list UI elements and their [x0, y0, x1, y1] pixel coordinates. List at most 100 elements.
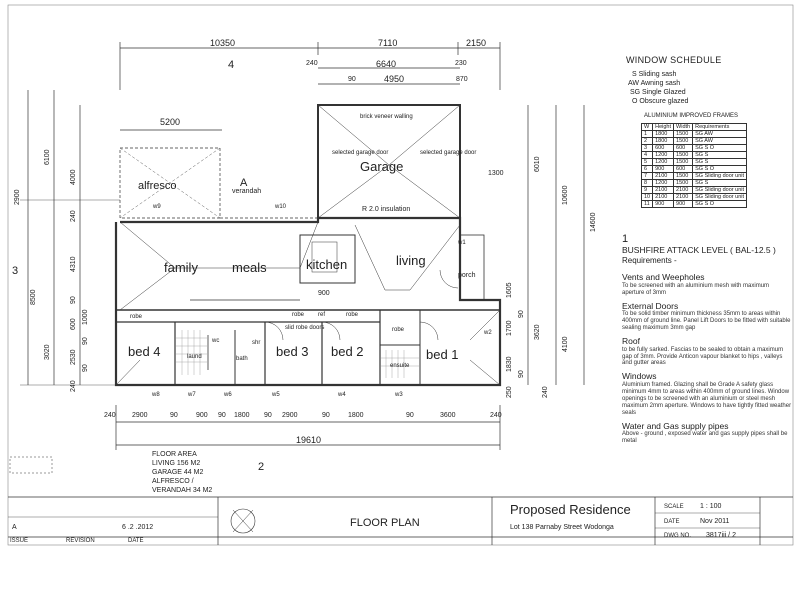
room-porch: porch — [458, 272, 476, 279]
window-tag-w3: w3 — [395, 392, 403, 398]
table-cell: 4 — [640, 151, 654, 159]
note-garage-door-right: selected garage door — [420, 150, 477, 156]
aluminium-title: ALUMINIUM IMPROVED FRAMES — [644, 113, 739, 119]
table-cell: SG AW — [692, 137, 748, 145]
dim-bottom-900: 900 — [196, 412, 208, 419]
project-address: Lot 138 Parnaby Street Wodonga — [510, 524, 614, 531]
table-cell: 10 — [640, 193, 654, 201]
table-cell: 1500 — [673, 130, 694, 138]
room-alfresco: alfresco — [138, 180, 177, 192]
revision-label: REVISION — [66, 538, 95, 544]
section-marker-1: 1 — [622, 233, 629, 245]
note-garage-door-left: selected garage door — [332, 150, 389, 156]
table-cell: 11 — [640, 200, 654, 208]
date2-value: Nov 2011 — [700, 518, 730, 525]
table-cell: 2100 — [652, 172, 675, 180]
dim-top-6640: 6640 — [376, 59, 397, 69]
room-ensuite: ensuite — [390, 363, 410, 369]
dim-right-240: 240 — [542, 386, 549, 398]
dim-top-7110: 7110 — [378, 38, 398, 48]
table-cell: SG S O — [692, 200, 748, 208]
legend-awning: AW Awning sash — [628, 80, 681, 87]
dim-alfresco-5200: 5200 — [160, 117, 181, 127]
legend-obscure: O Obscure glazed — [632, 98, 689, 105]
marker-a: A — [240, 177, 248, 189]
table-cell: 1200 — [652, 151, 675, 159]
room-bed3: bed 3 — [276, 344, 309, 359]
dim-left-3020: 3020 — [44, 344, 51, 360]
dim-bottom-90-b: 90 — [218, 412, 226, 419]
table-cell: 600 — [673, 144, 694, 152]
floor-area-title: FLOOR AREA — [152, 451, 197, 458]
scale-value: 1 : 100 — [700, 503, 722, 510]
window-tag-w2: w2 — [484, 330, 492, 336]
dim-left-4310: 4310 — [70, 256, 77, 272]
dim-bottom-1800-a: 1800 — [234, 412, 250, 419]
dim-right-1700: 1700 — [506, 320, 513, 336]
bushfire-heading: External Doors — [622, 300, 679, 311]
table-cell: 1500 — [673, 158, 694, 166]
table-cell: 5 — [640, 158, 654, 166]
dim-left-2530: 2530 — [70, 349, 77, 365]
table-cell: SG S — [692, 158, 748, 166]
table-cell: SG Sliding door unit — [692, 193, 748, 201]
dim-right-3620: 3620 — [534, 324, 541, 340]
table-cell: 900 — [652, 200, 675, 208]
drawing-title: FLOOR PLAN — [350, 517, 420, 529]
table-cell: 3 — [640, 144, 654, 152]
col-w: W — [640, 123, 654, 131]
dim-right-1300: 1300 — [488, 170, 504, 177]
room-kitchen: kitchen — [306, 257, 348, 272]
table-cell: SG S O — [692, 165, 748, 173]
dim-bottom-90-d: 90 — [322, 412, 330, 419]
dim-top-240: 240 — [306, 60, 318, 67]
issue-label: ISSUE — [10, 538, 29, 544]
room-shr: shr — [252, 340, 261, 346]
bushfire-heading: Water and Gas supply pipes — [622, 420, 729, 431]
table-cell: SG Sliding door unit — [692, 172, 748, 180]
dim-top-870: 870 — [456, 76, 468, 83]
note-brick-veneer: brick veneer walling — [360, 114, 413, 120]
table-cell: 2 — [640, 137, 654, 145]
bushfire-heading: Roof — [622, 335, 640, 346]
table-cell: 6 — [640, 165, 654, 173]
issue-letter: A — [12, 524, 17, 531]
room-bed2: bed 2 — [331, 344, 364, 359]
note-insulation: R 2.0 insulation — [362, 206, 411, 213]
table-cell: SG S — [692, 179, 748, 187]
bushfire-text: To be solid timber minimum thickness 35m… — [622, 311, 791, 332]
table-cell: 1800 — [652, 137, 675, 145]
dim-right-250: 250 — [506, 386, 513, 398]
dim-bottom-total: 19610 — [296, 435, 322, 445]
col-requirements: Requirements — [692, 123, 748, 131]
dim-top-230: 230 — [455, 60, 467, 67]
window-tag-w8: w8 — [152, 392, 160, 398]
table-cell: 9 — [640, 186, 654, 194]
dim-bottom-240-a: 240 — [104, 412, 116, 419]
floor-area-verandah: VERANDAH 34 M2 — [152, 487, 213, 494]
dim-right-1605: 1605 — [506, 282, 513, 298]
dim-left-600: 600 — [70, 318, 77, 330]
dim-left-240-b: 240 — [70, 380, 77, 392]
bushfire-section: BUSHFIRE ATTACK LEVEL ( BAL-12.5 ) Requi… — [622, 245, 792, 450]
table-cell: SG S O — [692, 144, 748, 152]
floor-area-living: LIVING 156 M2 — [152, 460, 201, 467]
table-cell: 2100 — [652, 186, 675, 194]
dim-right-6010: 6010 — [534, 156, 541, 172]
room-laundry: laund — [187, 354, 202, 360]
legend-single-glazed: SG Single Glazed — [630, 89, 686, 96]
dim-left-90-a: 90 — [70, 296, 77, 304]
issue-date: 6 .2 .2012 — [122, 524, 154, 531]
room-verandah: verandah — [232, 188, 262, 195]
bushfire-text: To be screened with an aluminium mesh wi… — [622, 282, 770, 296]
dim-right-10600: 10600 — [562, 185, 569, 205]
col-width: Width — [673, 123, 694, 131]
